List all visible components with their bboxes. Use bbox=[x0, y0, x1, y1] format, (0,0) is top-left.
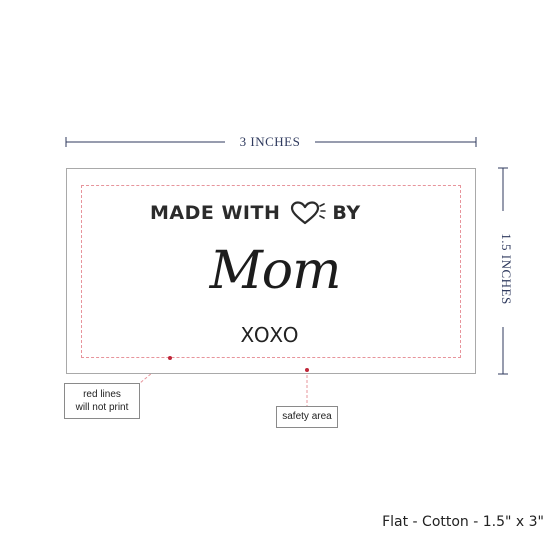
safety-area-box bbox=[81, 185, 461, 358]
label-card bbox=[66, 168, 476, 374]
product-caption: Flat - Cotton - 1.5" x 3" bbox=[382, 514, 544, 530]
red-lines-note: red lines will not print bbox=[64, 383, 140, 419]
red-lines-note-line2: will not print bbox=[75, 402, 129, 413]
label-signoff: XOXO bbox=[240, 323, 300, 347]
heart-icon bbox=[291, 201, 327, 225]
headline-text-made-with: MADE WITH bbox=[150, 202, 281, 224]
label-headline: MADE WITH BY bbox=[150, 200, 361, 226]
safety-area-note: safety area bbox=[276, 406, 338, 428]
width-label: 3 INCHES bbox=[225, 133, 315, 151]
label-name: Mom bbox=[209, 241, 342, 301]
headline-text-by: BY bbox=[332, 202, 361, 224]
red-lines-marker-dot bbox=[168, 356, 172, 360]
red-lines-note-line1: red lines bbox=[83, 389, 121, 400]
safety-area-marker-dot bbox=[305, 368, 309, 372]
